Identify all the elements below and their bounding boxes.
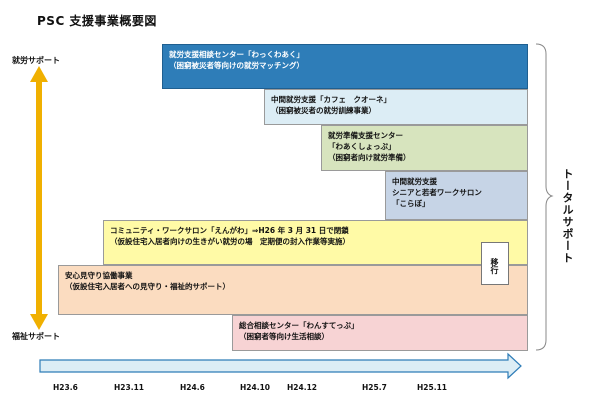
total-support-label: トータルサポート <box>561 168 574 264</box>
box-mimamori: 安心見守り協働事業 （仮設住宅入居者への見守り・福祉的サポート） <box>58 265 528 315</box>
box-line: 中間就労支援 <box>392 177 437 186</box>
box-line: 総合相談センター「わんすてっぷ」 <box>239 321 359 330</box>
box-line: 就労準備支援センター <box>328 131 403 140</box>
box-korabo: 中間就労支援 シニアと若者ワークサロン 「こらぼ」 <box>385 171 528 220</box>
box-line: （困窮者等向け生活相談） <box>239 332 329 341</box>
timeline-tick: H23.6 <box>53 383 78 392</box>
employment-support-label: 就労サポート <box>12 56 60 65</box>
box-wakkuwaaku: 就労支援相談センター「わっくわあく」 （困窮被災者等向けの就労マッチング） <box>162 44 528 89</box>
timeline-tick: H24.12 <box>287 383 317 392</box>
timeline-arrow <box>39 352 522 380</box>
timeline-tick: H23.11 <box>114 383 144 392</box>
timeline-tick: H24.6 <box>180 383 205 392</box>
box-line: シニアと若者ワークサロン <box>392 188 482 197</box>
box-line: （困窮被災者等向けの就労マッチング） <box>169 61 304 70</box>
box-engawa: コミュニティ・ワークサロン「えんがわ」⇒H26 年 3 月 31 日で閉鎖 （仮… <box>103 220 528 265</box>
box-line: コミュニティ・ワークサロン「えんがわ」⇒H26 年 3 月 31 日で閉鎖 <box>110 226 349 235</box>
transition-label: 移行 <box>481 242 509 285</box>
box-line: 「こらぼ」 <box>392 199 430 208</box>
timeline-tick: H25.11 <box>417 383 447 392</box>
welfare-support-label: 福祉サポート <box>12 332 60 341</box>
timeline-tick: H25.7 <box>362 383 387 392</box>
support-range-arrow <box>30 66 48 330</box>
box-cafe-quone: 中間就労支援「カフェ クオーネ」 （困窮被災者の就労訓練事業） <box>264 89 528 125</box>
box-wansutteppu: 総合相談センター「わんすてっぷ」 （困窮者等向け生活相談） <box>232 315 528 351</box>
page-title: PSC 支援事業概要図 <box>37 14 157 28</box>
box-line: （仮設住宅入居者への見守り・福祉的サポート） <box>65 282 230 291</box>
box-line: （困窮者向け就労準備） <box>328 153 411 162</box>
box-line: （困窮被災者の就労訓練事業） <box>271 106 376 115</box>
box-waakushoppu: 就労準備支援センター 「わあくしょっぷ」 （困窮者向け就労準備） <box>321 125 528 171</box>
box-line: 就労支援相談センター「わっくわあく」 <box>169 50 304 59</box>
total-support-brace <box>535 43 554 351</box>
box-line: 中間就労支援「カフェ クオーネ」 <box>271 95 391 104</box>
box-line: 安心見守り協働事業 <box>65 271 133 280</box>
box-line: 「わあくしょっぷ」 <box>328 142 396 151</box>
timeline-tick: H24.10 <box>240 383 270 392</box>
box-line: （仮設住宅入居者向けの生きがい就労の場 定期便の封入作業等実施） <box>110 237 350 246</box>
